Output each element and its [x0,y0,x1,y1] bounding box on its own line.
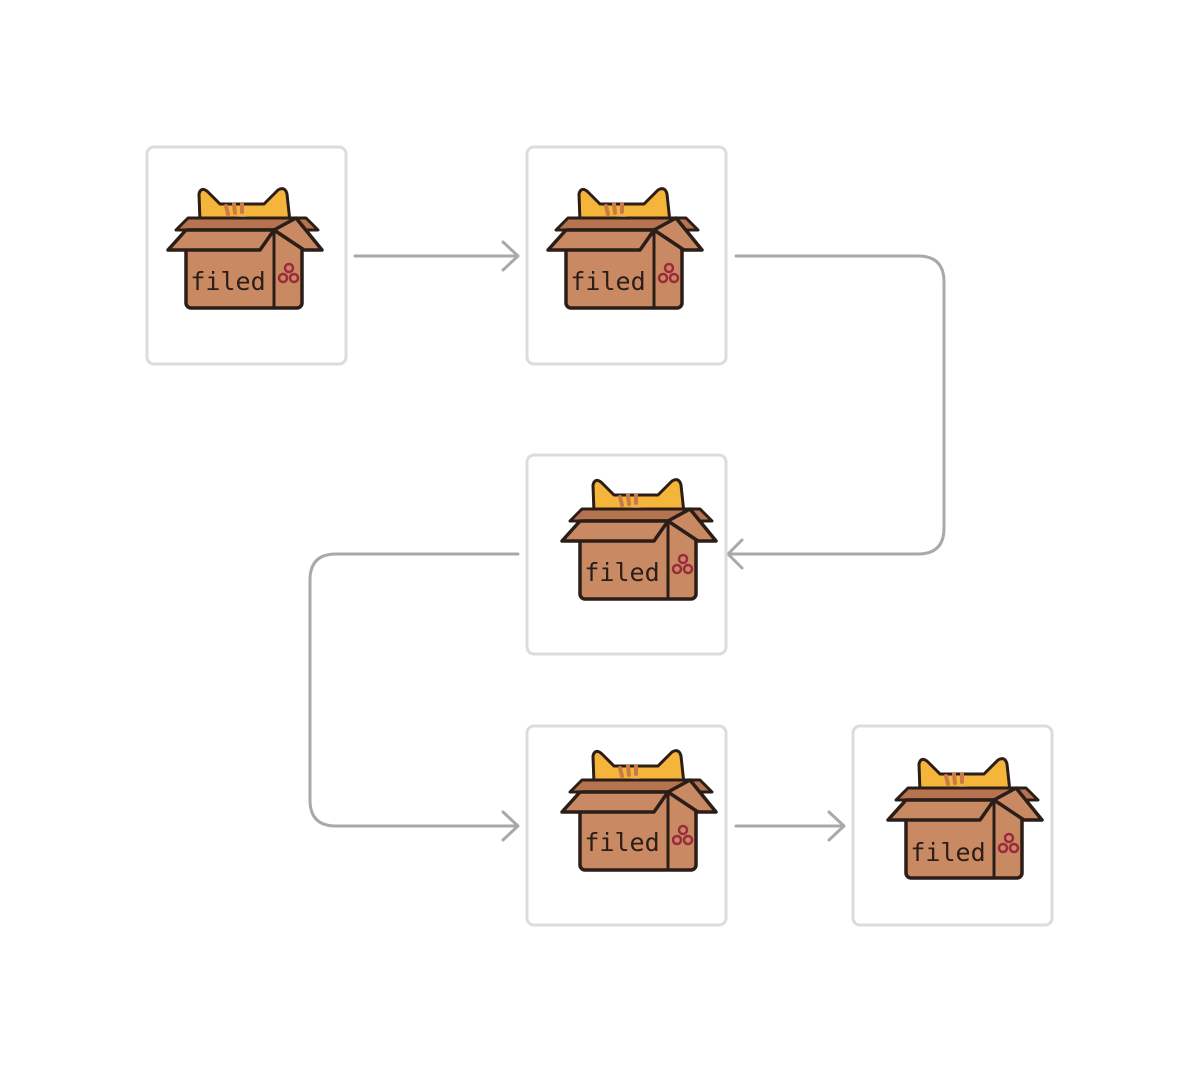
card-3: filed [525,453,728,656]
card-2-label: filed [570,267,645,296]
connector-3-to-4 [308,552,520,842]
connector-1-to-2 [353,240,520,272]
card-3-label: filed [584,558,659,587]
card-1: filed [145,145,348,366]
card-4: filed [525,724,728,927]
connector-2-to-3 [726,254,946,570]
connector-4-to-5 [734,810,846,842]
card-5-label: filed [910,838,985,867]
card-1-label: filed [190,267,265,296]
card-2: filed [525,145,728,366]
card-5: filed [851,724,1054,927]
card-4-label: filed [584,828,659,857]
